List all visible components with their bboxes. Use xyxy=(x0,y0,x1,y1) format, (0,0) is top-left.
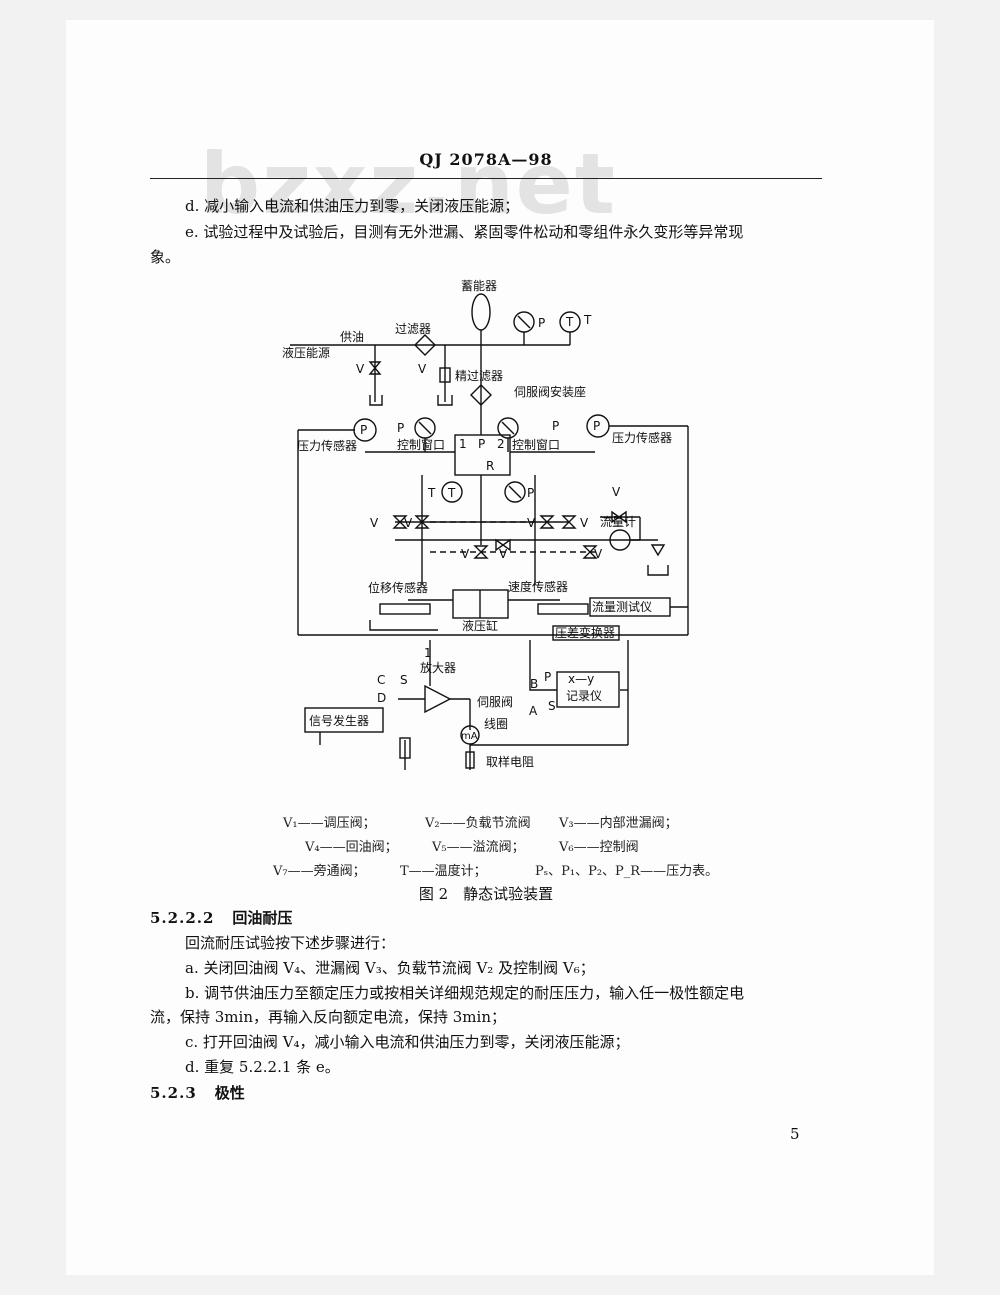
legend-v3: V₃——内部泄漏阀； xyxy=(559,816,678,831)
legend-v4: V₄——回油阀； xyxy=(305,840,398,855)
label-t-gauge: T xyxy=(447,486,456,500)
paragraph-e-line1: e. 试验过程中及试验后，目测有无外泄漏、紧固零件松动和零组件永久变形等异常现 xyxy=(185,223,744,241)
label-pressure-sensor-left: 压力传感器 xyxy=(297,438,357,453)
label-sampling-resistor: 取样电阻 xyxy=(486,754,534,769)
section-number: 5.2.2.2 xyxy=(150,909,215,927)
section-heading-523: 5.2.3 极性 xyxy=(150,1082,245,1103)
document-header: QJ 2078A—98 xyxy=(419,150,553,169)
label-p2: P xyxy=(552,419,559,433)
label-recorder: 记录仪 xyxy=(566,689,602,703)
label-power-source: 液压能源 xyxy=(282,345,330,360)
label-cylinder: 液压缸 xyxy=(462,618,498,633)
step-c: c. 打开回油阀 V₄，减小输入电流和供油压力到零，关闭液压能源； xyxy=(185,1033,630,1051)
page-sheet xyxy=(66,20,934,1275)
label-flow-tester: 流量测试仪 xyxy=(592,599,652,614)
label-ps: P xyxy=(538,316,545,330)
label-flowmeter: 流量计 xyxy=(600,515,636,529)
label-v2-top: V xyxy=(612,485,621,499)
label-v6-right: V xyxy=(580,516,589,530)
label-servo-coil-2: 线圈 xyxy=(484,717,508,731)
label-p1: P xyxy=(397,421,404,435)
step-b-line1: b. 调节供油压力至额定压力或按相关详细规范规定的耐压压力，输入任一极性额定电 xyxy=(185,984,745,1002)
label-t-circle: T xyxy=(565,315,574,329)
label-p1-circle: P xyxy=(360,423,367,437)
label-control-window-left: 控制窗口 xyxy=(397,438,445,452)
label-p2-circle: P xyxy=(593,419,600,433)
static-test-schematic: 蓄能器 过滤器 供油 液压能源 精过滤器 伺服阀安装座 P T T V V P … xyxy=(282,279,689,770)
label-amplifier: 放大器 xyxy=(420,660,456,675)
label-v7: V xyxy=(418,362,427,376)
legend-v1: V₁——调压阀； xyxy=(283,816,376,831)
step-a: a. 关闭回油阀 V₄、泄漏阀 V₃、负载节流阀 V₂ 及控制阀 V₆； xyxy=(185,959,595,977)
label-velocity-sensor: 速度传感器 xyxy=(508,579,568,594)
section-number: 5.2.3 xyxy=(150,1084,197,1102)
paragraph-d: d. 减小输入电流和供油压力到零，关闭液压能源； xyxy=(185,197,520,215)
label-b: B xyxy=(530,677,538,691)
watermark: bzxz.net xyxy=(200,135,617,233)
label-ma: mA xyxy=(461,731,478,742)
label-dp-transducer: 压差变换器 xyxy=(555,625,615,640)
legend-v7: V₇——旁通阀； xyxy=(273,864,366,879)
header-rule xyxy=(150,178,822,179)
label-v4: V xyxy=(499,547,508,561)
section-title: 极性 xyxy=(214,1084,245,1102)
label-one: 1 xyxy=(424,646,432,660)
legend-v5: V₅——溢流阀； xyxy=(432,840,525,855)
label-signal-generator: 信号发生器 xyxy=(309,713,369,728)
legend-pressure-gauges: Pₛ、P₁、P₂、P_R——压力表。 xyxy=(535,864,719,879)
label-fine-filter: 精过滤器 xyxy=(455,369,503,383)
legend-v6: V₆——控制阀 xyxy=(559,840,639,855)
label-port-1: 1 xyxy=(459,437,467,451)
step-d: d. 重复 5.2.2.1 条 e。 xyxy=(185,1058,340,1076)
label-s1: S xyxy=(548,699,556,713)
label-s2: S xyxy=(400,673,408,687)
intro-text: 回流耐压试验按下述步骤进行： xyxy=(185,934,396,952)
label-accumulator: 蓄能器 xyxy=(461,279,497,293)
label-filter: 过滤器 xyxy=(395,322,431,336)
label-servo-seat: 伺服阀安装座 xyxy=(514,384,586,399)
label-pressure-sensor-right: 压力传感器 xyxy=(612,430,672,445)
label-t-left: T xyxy=(427,486,436,500)
figure-caption: 图 2 静态试验装置 xyxy=(418,885,554,903)
label-v5: V xyxy=(461,547,470,561)
paragraph-e-line2: 象。 xyxy=(150,248,181,266)
label-v2-right: V xyxy=(527,516,536,530)
label-supply: 供油 xyxy=(340,330,364,344)
step-b-line2: 流，保持 3min，再输入反向额定电流，保持 3min； xyxy=(150,1008,506,1026)
page-number: 5 xyxy=(790,1125,800,1143)
label-displacement-sensor: 位移传感器 xyxy=(368,580,428,595)
label-port-p: P xyxy=(478,437,485,451)
legend-t: T——温度计； xyxy=(400,864,487,879)
section-title: 回油耐压 xyxy=(232,909,293,927)
label-v6-left: V xyxy=(370,516,379,530)
label-v2-left: V xyxy=(404,516,413,530)
label-t: T xyxy=(583,313,592,327)
label-control-window-right: 控制窗口 xyxy=(512,438,560,452)
label-d: D xyxy=(377,691,386,705)
label-xy: x—y xyxy=(568,672,594,686)
label-c: C xyxy=(377,673,385,687)
section-heading-5222: 5.2.2.2 回油耐压 xyxy=(150,907,292,928)
label-pa: P xyxy=(527,486,534,500)
label-v1: V xyxy=(356,362,365,376)
label-p-small: P xyxy=(544,670,551,684)
label-v3: V xyxy=(594,547,603,561)
label-port-2: 2 xyxy=(497,437,505,451)
label-port-r: R xyxy=(486,459,494,473)
legend-v2: V₂——负载节流阀 xyxy=(425,816,531,831)
label-a: A xyxy=(529,704,538,718)
label-servo-coil-1: 伺服阀 xyxy=(477,695,513,709)
